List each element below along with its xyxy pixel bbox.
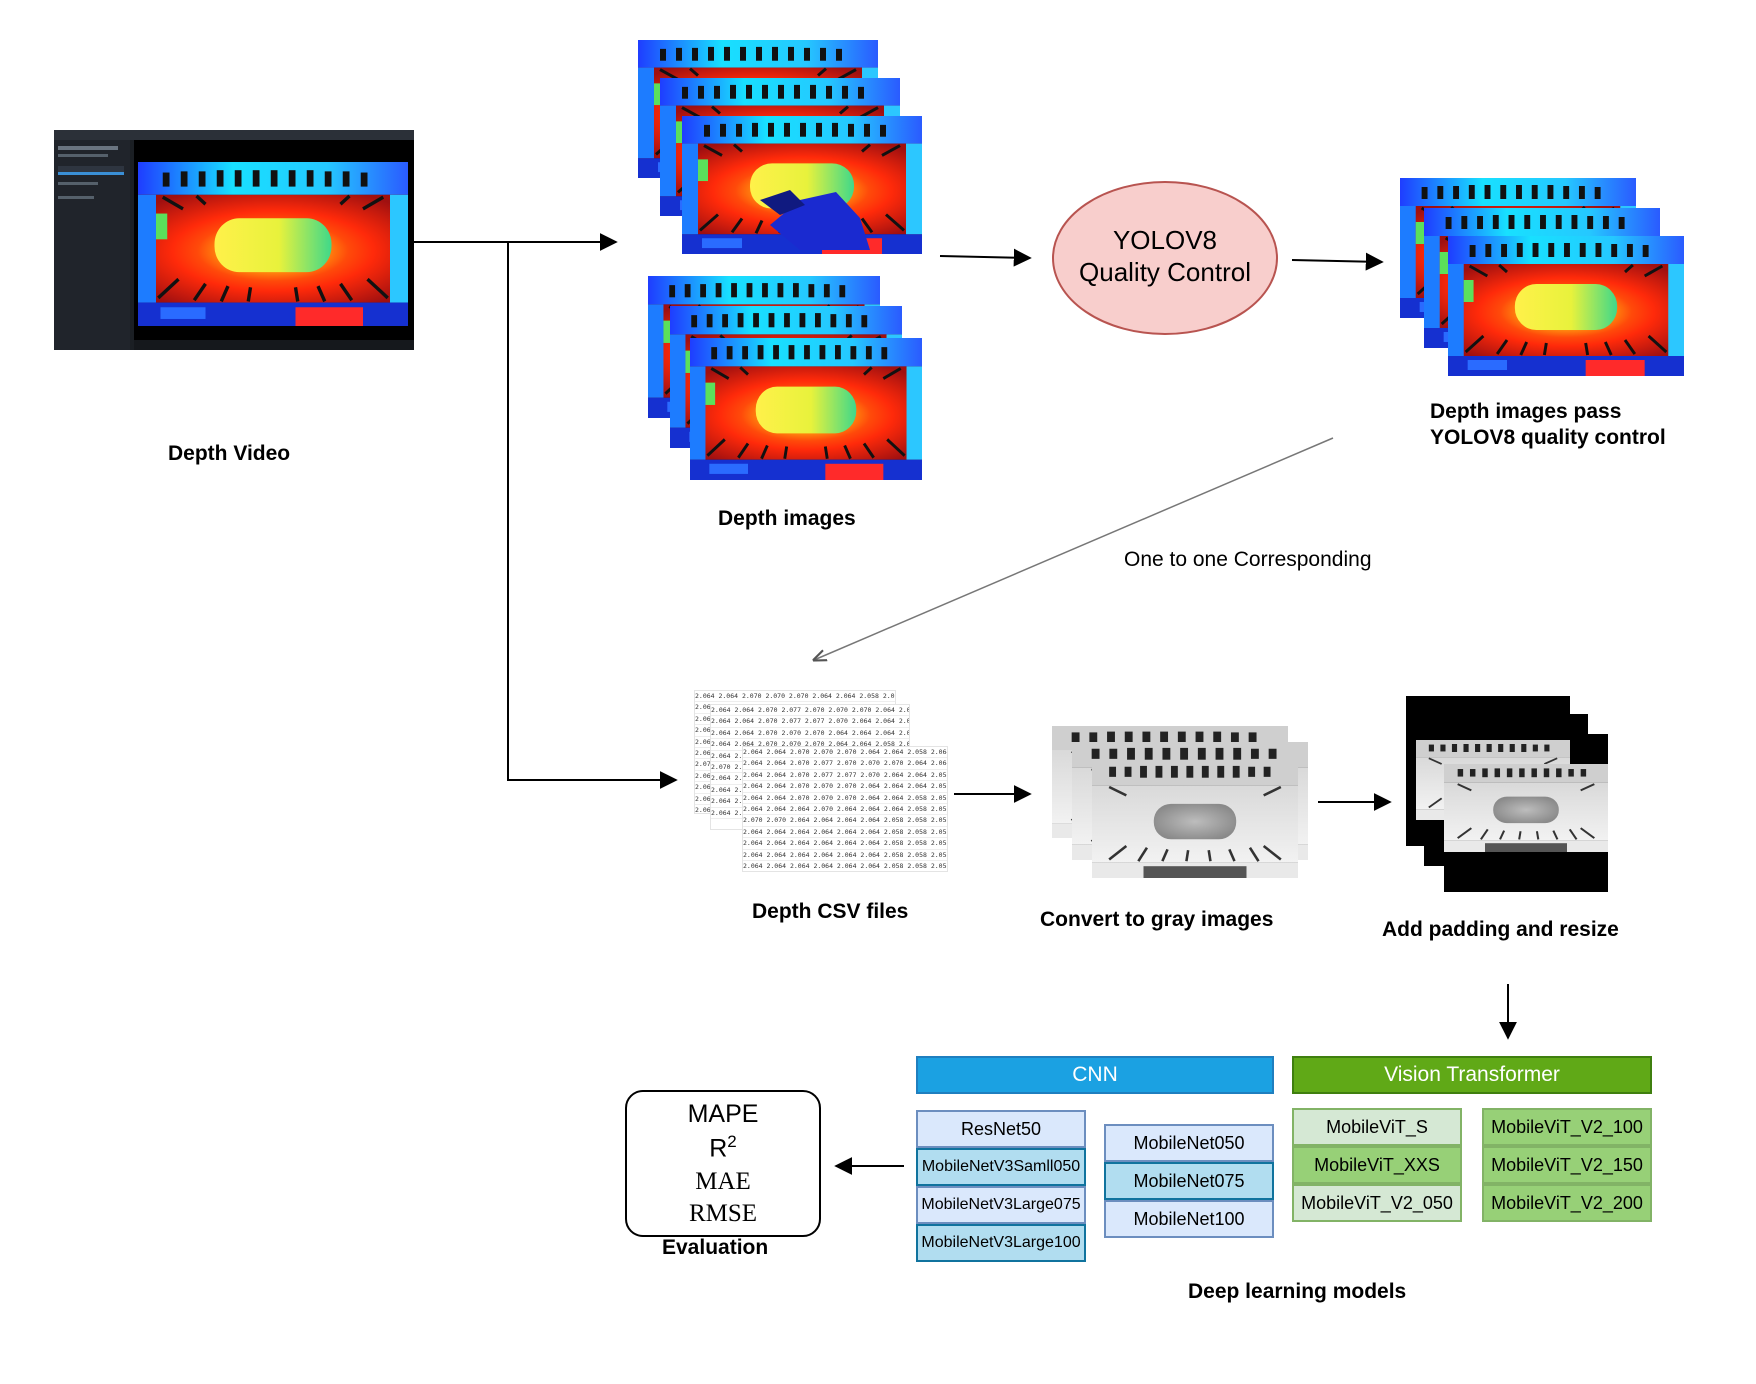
depth-images-stack-bottom	[648, 276, 922, 480]
cnn-header: CNN	[916, 1056, 1274, 1094]
flow-arrows	[414, 233, 1517, 1175]
csv-sheet-front: 2.064 2.064 2.070 2.070 2.070 2.064 2.06…	[742, 746, 948, 872]
padding-resize-label: Add padding and resize	[1382, 918, 1619, 941]
depth-video-thumbnail	[54, 130, 414, 350]
model-mobilenetv3-large100: MobileNetV3Large100	[916, 1224, 1086, 1262]
model-mobilenet050: MobileNet050	[1104, 1124, 1274, 1162]
metric-r2: R2	[627, 1132, 819, 1163]
csv-row: 2.064 2.064 2.070 2.070 2.070 2.064 2.06…	[743, 793, 947, 805]
csv-row: 2.064 2.064 2.064 2.064 2.064 2.064 2.05…	[743, 827, 947, 839]
csv-row: 2.064 2.064 2.070 2.077 2.077 2.070 2.06…	[743, 770, 947, 782]
passed-depth-images-stack	[1400, 178, 1684, 376]
csv-row: 2.064 2.064 2.064 2.064 2.064 2.064 2.05…	[743, 861, 947, 871]
model-mobilenetv3-large075: MobileNetV3Large075	[916, 1186, 1086, 1224]
metric-r-sup: 2	[727, 1132, 737, 1151]
pass-label-line2: YOLOV8 quality control	[1430, 426, 1666, 449]
vit-header: Vision Transformer	[1292, 1056, 1652, 1094]
depth-images-label: Depth images	[718, 507, 856, 530]
csv-row: 2.070 2.070 2.064 2.064 2.064 2.064 2.05…	[743, 815, 947, 827]
yolo-subtitle: Quality Control	[1079, 257, 1251, 287]
yolo-quality-control-node	[1052, 181, 1278, 335]
correspondence-arrow	[814, 437, 1334, 660]
model-mobilevit-v2-200: MobileViT_V2_200	[1482, 1184, 1652, 1222]
csv-row: 2.064 2.064 2.070 2.070 2.070 2.064 2.06…	[695, 691, 895, 703]
csv-row: 2.064 2.064 2.064 2.064 2.064 2.064 2.05…	[743, 850, 947, 862]
yolo-label: YOLOV8 Quality Control	[1053, 224, 1277, 288]
depth-video-label: Depth Video	[168, 442, 291, 465]
model-resnet50: ResNet50	[916, 1110, 1086, 1148]
padded-images-stack	[1406, 696, 1608, 892]
model-mobilenet075: MobileNet075	[1104, 1162, 1274, 1200]
evaluation-metrics-box: MAPE R2 MAE RMSE	[625, 1090, 821, 1237]
csv-row: 2.064 2.064 2.070 2.077 2.070 2.070 2.07…	[711, 705, 909, 717]
model-mobilenetv3-small050: MobileNetV3Samll050	[916, 1148, 1086, 1186]
metric-r: R	[709, 1134, 728, 1163]
csv-row: 2.064 2.064 2.070 2.077 2.077 2.070 2.06…	[711, 716, 909, 728]
correspondence-label: One to one Corresponding	[1124, 548, 1372, 571]
depth-images-stack-top	[638, 40, 922, 254]
csv-row: 2.064 2.064 2.070 2.070 2.070 2.064 2.06…	[711, 728, 909, 740]
csv-row: 2.064 2.064 2.070 2.070 2.070 2.064 2.06…	[743, 747, 947, 759]
yolo-title: YOLOV8	[1112, 225, 1218, 255]
model-mobilevit-s: MobileViT_S	[1292, 1108, 1462, 1146]
model-mobilevit-v2-150: MobileViT_V2_150	[1482, 1146, 1652, 1184]
csv-row: 2.064 2.064 2.064 2.070 2.064 2.064 2.06…	[743, 804, 947, 816]
model-mobilevit-v2-050: MobileViT_V2_050	[1292, 1184, 1462, 1222]
metric-mape: MAPE	[687, 1100, 759, 1128]
metric-rmse: RMSE	[688, 1200, 758, 1227]
deep-learning-label: Deep learning models	[1188, 1280, 1407, 1303]
model-mobilevit-xxs: MobileViT_XXS	[1292, 1146, 1462, 1184]
gray-images-stack	[1052, 726, 1308, 878]
csv-row: 2.064 2.064 2.070 2.077 2.070 2.070 2.07…	[743, 758, 947, 770]
csv-row: 2.064 2.064 2.070 2.070 2.070 2.064 2.06…	[743, 781, 947, 793]
pass-label-line1: Depth images pass	[1430, 400, 1622, 423]
model-mobilevit-v2-100: MobileViT_V2_100	[1482, 1108, 1652, 1146]
evaluation-label: Evaluation	[662, 1236, 769, 1259]
csv-row: 2.064 2.064 2.064 2.064 2.064 2.064 2.05…	[743, 838, 947, 850]
depth-csv-label: Depth CSV files	[752, 900, 909, 923]
metric-mae: MAE	[695, 1168, 751, 1195]
convert-gray-label: Convert to gray images	[1040, 908, 1274, 931]
model-mobilenet100: MobileNet100	[1104, 1200, 1274, 1238]
